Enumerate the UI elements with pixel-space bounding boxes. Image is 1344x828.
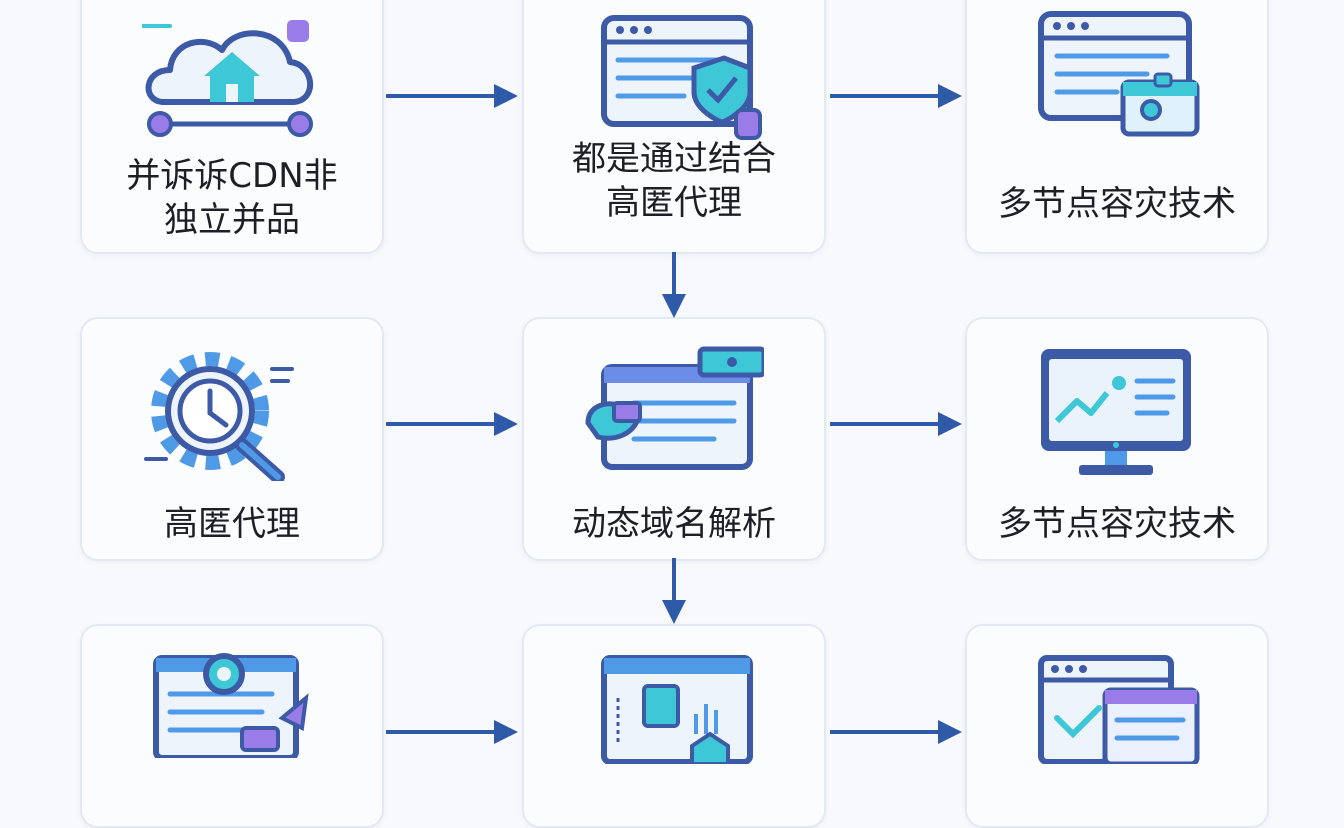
arrow-8-to-9 [830, 720, 962, 744]
node-label-2: 都是通过结合 高匿代理 [572, 139, 776, 223]
dashboard-shield-icon [584, 654, 764, 784]
browser-shield-icon [584, 12, 764, 142]
arrow-5-to-6 [830, 412, 962, 436]
node-card-1: 并诉诉CDN非 独立并品 [80, 0, 384, 254]
cloud-home-icon [142, 12, 322, 142]
node-card-2: 都是通过结合 高匿代理 [522, 0, 826, 254]
node-label-5: 动态域名解析 [572, 504, 776, 544]
node-label-1: 并诉诉CDN非 独立并品 [126, 156, 338, 240]
browser-chat-icon [584, 345, 764, 475]
browser-check-icon [1027, 654, 1207, 784]
arrow-4-to-5 [386, 412, 518, 436]
node-card-4: 高匿代理 [80, 317, 384, 561]
node-card-9 [965, 624, 1269, 828]
monitor-chart-icon [1027, 345, 1207, 475]
node-card-7 [80, 624, 384, 828]
document-pin-icon [142, 648, 322, 778]
arrow-1-to-2 [386, 84, 518, 108]
arrow-5-to-8 [662, 558, 686, 624]
node-card-5: 动态域名解析 [522, 317, 826, 561]
node-card-8 [522, 624, 826, 828]
node-label-3: 多节点容灾技术 [998, 184, 1236, 224]
browser-badge-icon [1027, 10, 1207, 140]
gear-clock-search-icon [142, 341, 322, 481]
node-card-3: 多节点容灾技术 [965, 0, 1269, 254]
arrow-2-to-3 [830, 84, 962, 108]
node-label-4: 高匿代理 [164, 504, 300, 544]
node-card-6: 多节点容灾技术 [965, 317, 1269, 561]
arrow-2-to-5 [662, 252, 686, 318]
node-label-6: 多节点容灾技术 [998, 504, 1236, 544]
arrow-7-to-8 [386, 720, 518, 744]
